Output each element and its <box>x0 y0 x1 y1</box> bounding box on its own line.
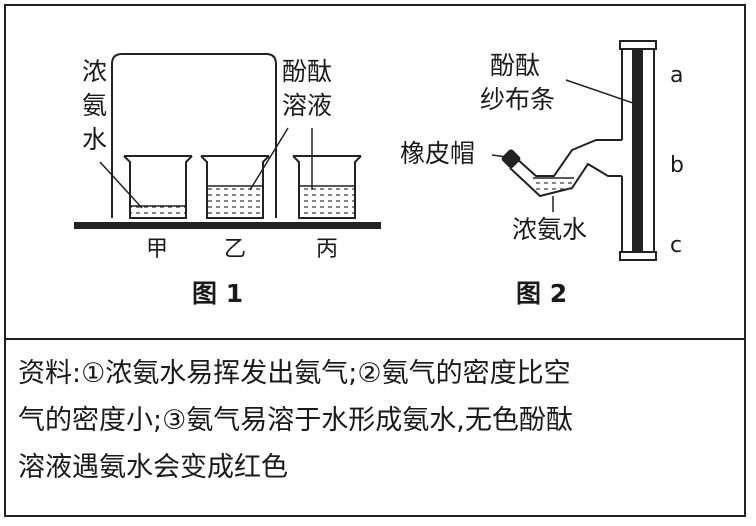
vertical-tube <box>619 40 657 261</box>
label-strip-2: 纱布条 <box>480 85 555 114</box>
beaker-label-yi: 乙 <box>224 237 246 262</box>
figure-1: 浓 氨 水 酚酞 溶液 甲 乙 丙 图 1 <box>74 53 381 308</box>
label-ammonia-2: 氨 <box>82 91 107 120</box>
beaker-yi <box>200 155 270 219</box>
caption-figure-1: 图 1 <box>192 279 243 308</box>
position-a: a <box>670 63 683 88</box>
info-line-3: 溶液遇氨水会变成红色 <box>18 452 288 483</box>
rubber-cap <box>501 149 521 169</box>
experiment-figures: 浓 氨 水 酚酞 溶液 甲 乙 丙 图 1 <box>74 40 684 308</box>
leader-phenolphthalein-yi <box>249 127 289 191</box>
figure-2: 酚酞 纱布条 橡皮帽 浓氨水 a b c 图 2 <box>400 40 684 308</box>
position-c: c <box>670 233 682 258</box>
beaker-bing <box>292 155 362 219</box>
label-strip-1: 酚酞 <box>490 51 540 80</box>
position-b: b <box>670 153 684 178</box>
label-ammonia-3: 水 <box>82 125 107 154</box>
beaker-jia <box>123 155 193 219</box>
info-text: 资料:①浓氨水易挥发出氨气;②氨气的密度比空 气的密度小;③氨气易溶于水形成氨水… <box>18 350 740 491</box>
info-line-2: 气的密度小;③氨气易溶于水形成氨水,无色酚酞 <box>18 405 573 436</box>
bell-jar <box>111 53 277 218</box>
leader-ammonia <box>99 161 143 209</box>
leader-cap <box>491 154 508 158</box>
label-ammonia-1: 浓 <box>82 57 107 86</box>
section-divider <box>4 338 746 340</box>
label-phenolphthalein-2: 溶液 <box>282 91 332 120</box>
label-ammonia-fig2: 浓氨水 <box>512 215 587 244</box>
label-phenolphthalein-1: 酚酞 <box>282 57 332 86</box>
beaker-label-jia: 甲 <box>146 237 168 262</box>
v-tube <box>509 139 622 198</box>
label-cap: 橡皮帽 <box>400 139 475 168</box>
info-line-1: 资料:①浓氨水易挥发出氨气;②氨气的密度比空 <box>18 358 571 389</box>
phenolphthalein-strip <box>632 49 643 252</box>
caption-figure-2: 图 2 <box>516 279 567 308</box>
table-surface <box>74 222 381 229</box>
leader-strip <box>565 79 637 105</box>
beaker-label-bing: 丙 <box>316 237 338 262</box>
